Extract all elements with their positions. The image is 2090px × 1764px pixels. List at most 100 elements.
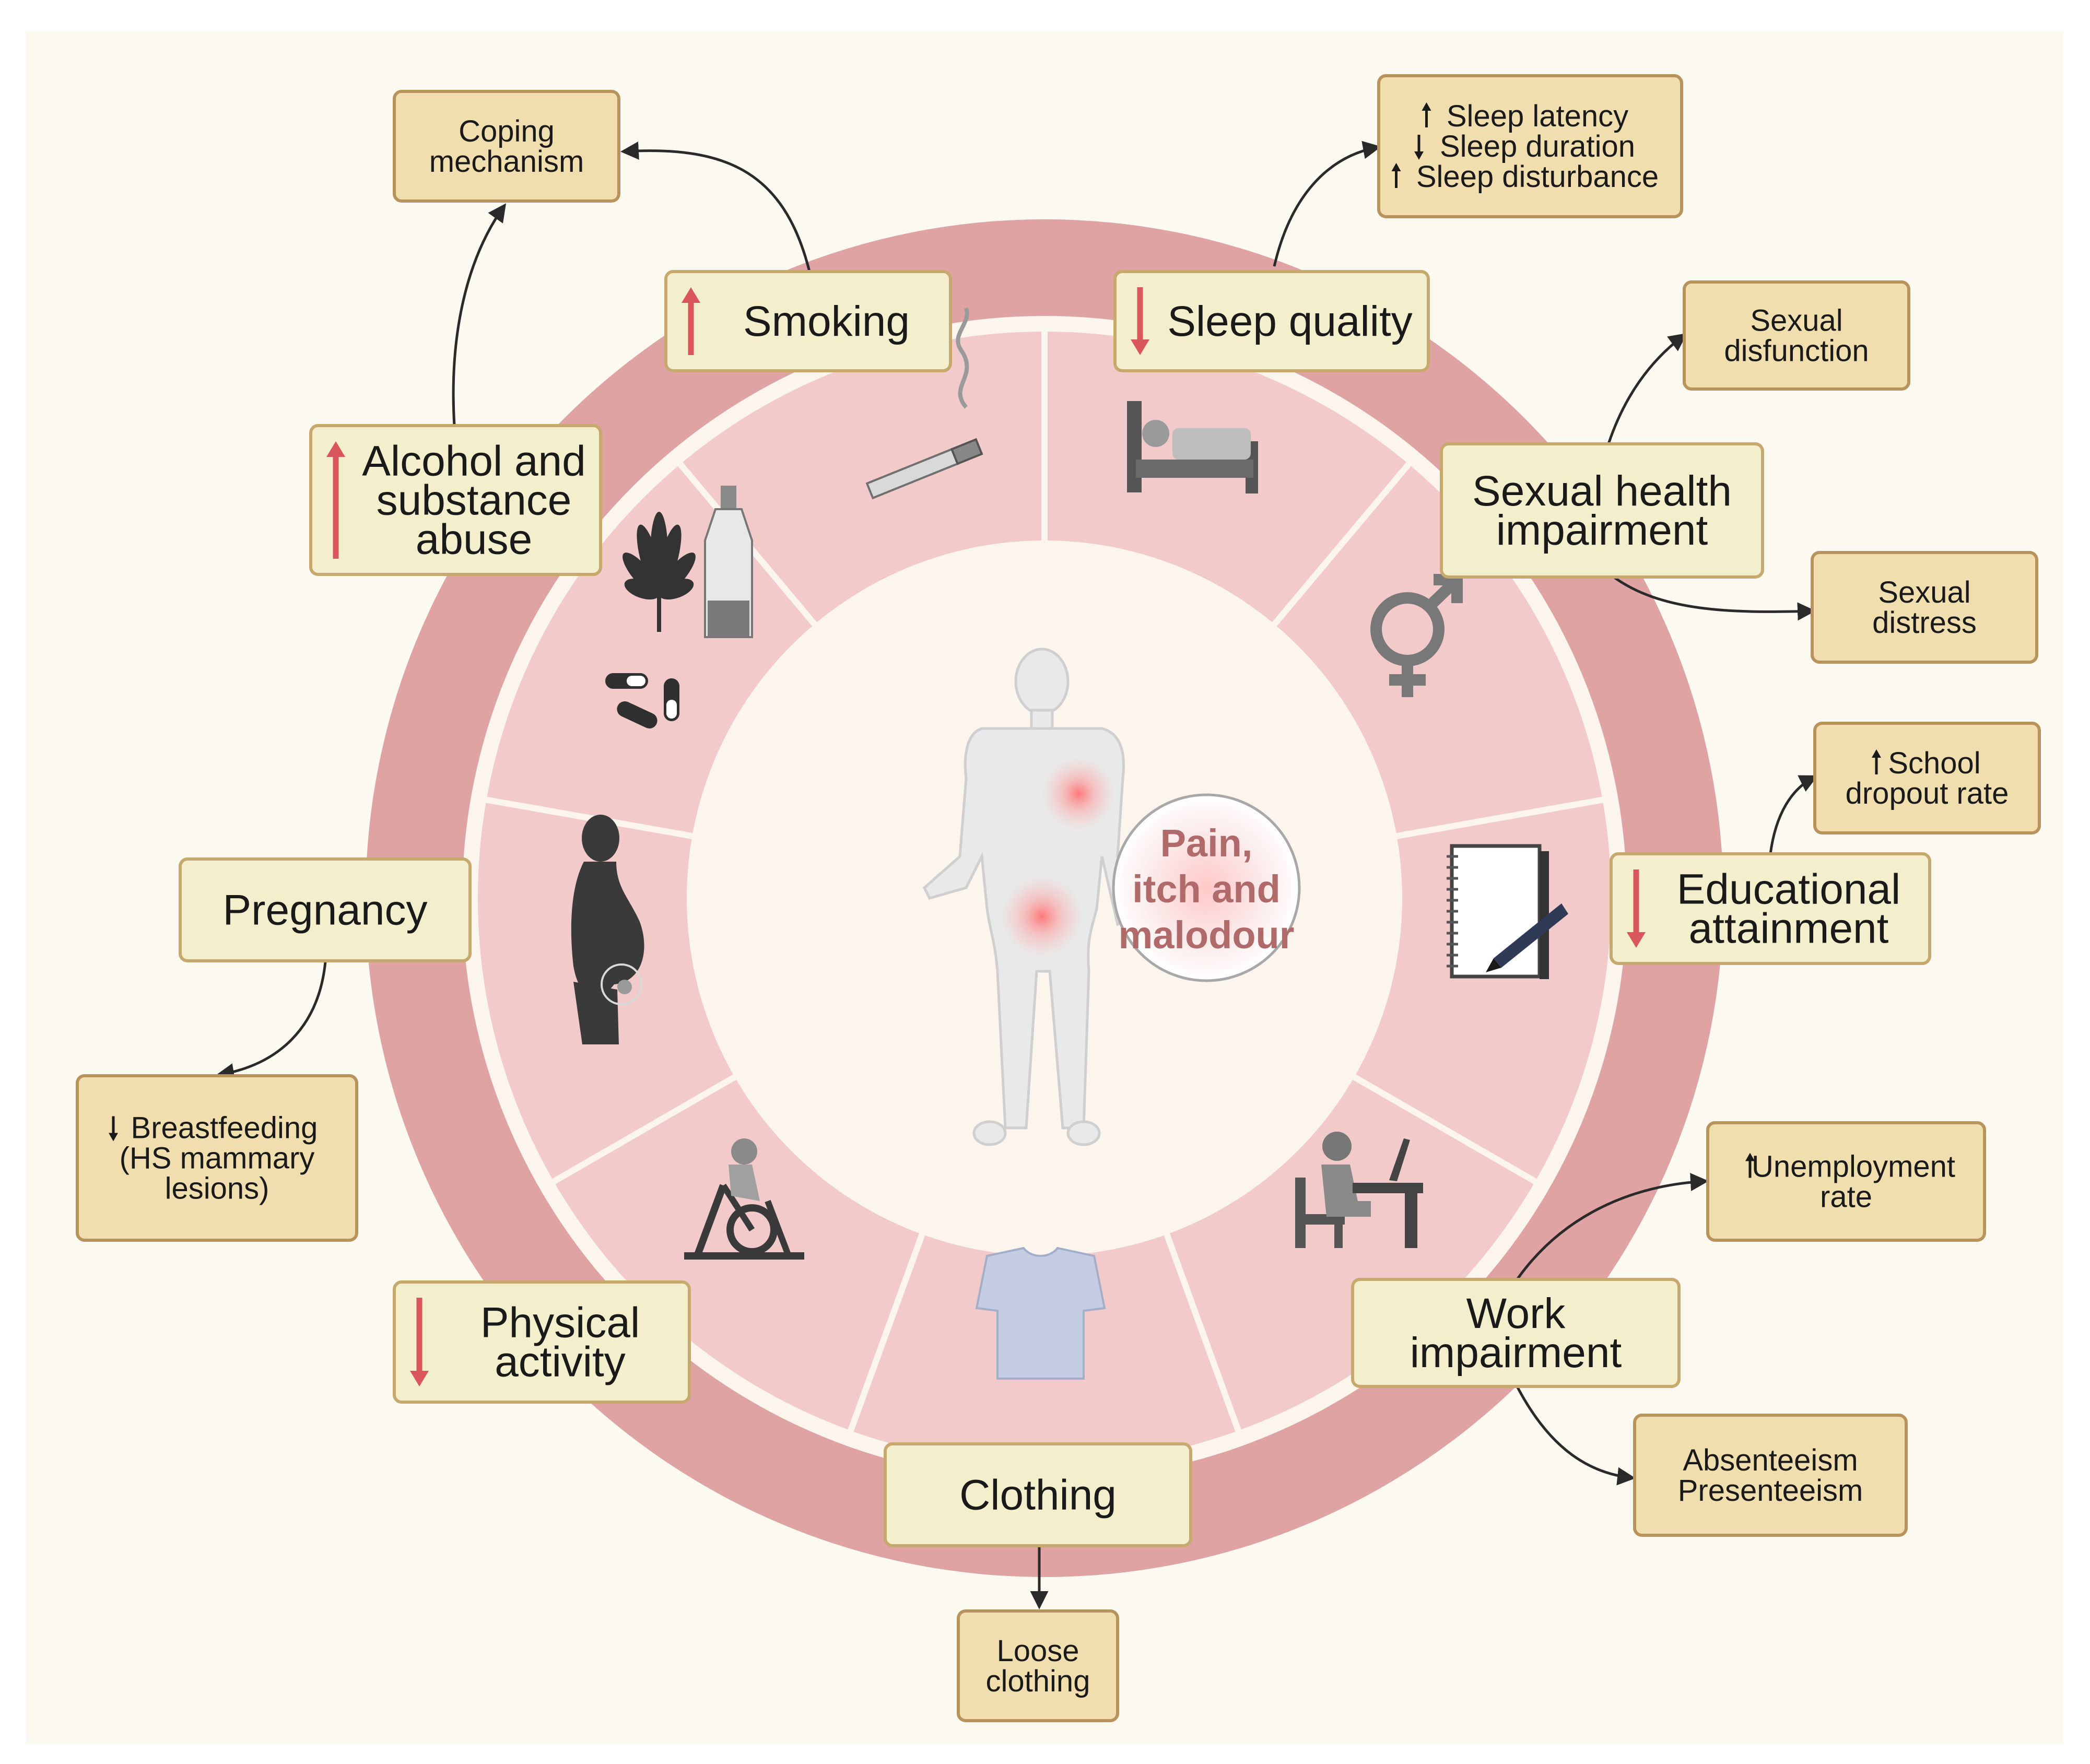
clothing-factor-label: Clothing [959,1472,1117,1519]
unemployment-outcome-label: Unemployment [1752,1150,1955,1184]
smoking-factor-box: Smoking [664,270,952,372]
segment-divider [1350,1073,1539,1186]
breastfeeding-outcome-label: (HS mammary [120,1142,315,1175]
small-up-arrow-icon [1745,1153,1755,1178]
coping-outcome-label: mechanism [429,145,584,179]
segment-divider [1163,1230,1242,1434]
arrow-education-to-dropout [1769,775,1818,854]
sexual-dysfunction-outcome-label: Sexual [1750,304,1842,338]
increase-arrow-icon [682,287,700,355]
sexual-factor-label: impairment [1496,507,1708,554]
symptom-label-line: itch and [1132,867,1281,911]
arrow-alcohol-to-coping [452,203,507,426]
sexual-dysfunction-outcome-label: disfunction [1724,334,1869,368]
pregnancy-factor-box: Pregnancy [179,857,472,962]
loose-clothing-outcome-label: Loose [996,1634,1079,1668]
sleep-effects-outcome-label: Sleep latency [1447,99,1628,133]
segment-divider [847,1230,926,1434]
symptom-label-line: Pain, [1160,821,1253,865]
notebook-pen-icon [1447,844,1568,979]
unemployment-outcome-label: rate [1820,1180,1872,1214]
segment-divider [483,796,696,840]
work-factor-label: impairment [1410,1329,1622,1377]
arrow-sleep-to-effects [1273,140,1381,267]
decrease-arrow-icon [1131,287,1149,355]
work-factor-label: Work [1466,1290,1566,1337]
segment-divider [1393,796,1606,840]
segment-divider [550,1073,739,1186]
sleep-effects-outcome-label: Sleep disturbance [1416,160,1659,194]
increase-arrow-icon [326,441,345,559]
small-up-arrow-icon [1872,749,1881,774]
smoking-factor-label: Smoking [743,298,910,345]
sexual-distress-outcome-label: Sexual [1878,575,1970,609]
arrow-work-to-absenteeism [1516,1385,1636,1486]
pregnant-woman-icon [571,815,644,1044]
clothing-factor-box: Clothing [884,1442,1192,1547]
arrow-pregnancy-to-breastfeeding [216,961,327,1081]
pregnancy-factor-label: Pregnancy [222,887,427,934]
pain-spot-axilla [1042,757,1115,830]
loose-clothing-outcome-label: clothing [986,1664,1090,1698]
sleep-factor-box: Sleep quality [1113,270,1430,372]
cannabis-bottle-pills-icon [605,486,753,728]
symptom-circle [1112,793,1301,982]
absenteeism-outcome-label: Presenteeism [1678,1474,1863,1508]
school-dropout-outcome-label: dropout rate [1846,777,2009,810]
arrow-work-to-unemployment [1516,1173,1709,1280]
tshirt-icon [975,1246,1106,1380]
gender-symbol-icon [1370,574,1463,697]
symptom-label-line: malodour [1118,913,1294,957]
physical-factor-label: Physical [480,1299,640,1347]
arrow-smoking-to-coping [620,142,811,272]
arrow-sexual-to-distress [1613,575,1816,621]
breastfeeding-outcome-label: lesions) [165,1172,269,1206]
cigarette-icon [865,307,983,500]
physical-factor-label: activity [495,1338,626,1386]
exercise-bike-icon [684,1138,804,1260]
decrease-arrow-icon [410,1298,429,1386]
school-dropout-outcome-label: School [1888,746,1980,780]
small-down-arrow-icon [109,1116,118,1142]
alcohol-factor-label: abuse [416,516,532,563]
education-factor-label: attainment [1689,905,1889,952]
desk-worker-icon [1295,1132,1423,1248]
small-up-arrow-icon [1391,163,1401,188]
decrease-arrow-icon [1627,869,1646,948]
arrow-sexual-to-dysfunction [1607,333,1687,444]
absenteeism-outcome-label: Absenteeism [1683,1443,1858,1477]
sleep-effects-outcome-label: Sleep duration [1440,130,1635,163]
small-up-arrow-icon [1422,102,1431,127]
small-down-arrow-icon [1414,135,1424,160]
alcohol-factor-label: Alcohol and [362,438,586,485]
pain-spot-groin [1001,876,1083,957]
sleep-factor-label: Sleep quality [1167,298,1413,345]
alcohol-factor-label: substance [377,477,572,524]
segment-divider [1270,460,1413,628]
sexual-factor-label: Sexual health [1472,467,1732,515]
coping-outcome-label: Coping [459,114,555,148]
sexual-distress-outcome-label: distress [1872,606,1977,640]
bed-icon [1127,401,1258,493]
breastfeeding-outcome-label: Breastfeeding [131,1111,318,1145]
connector-arrows [216,140,1818,1609]
education-factor-label: Educational [1677,866,1901,913]
